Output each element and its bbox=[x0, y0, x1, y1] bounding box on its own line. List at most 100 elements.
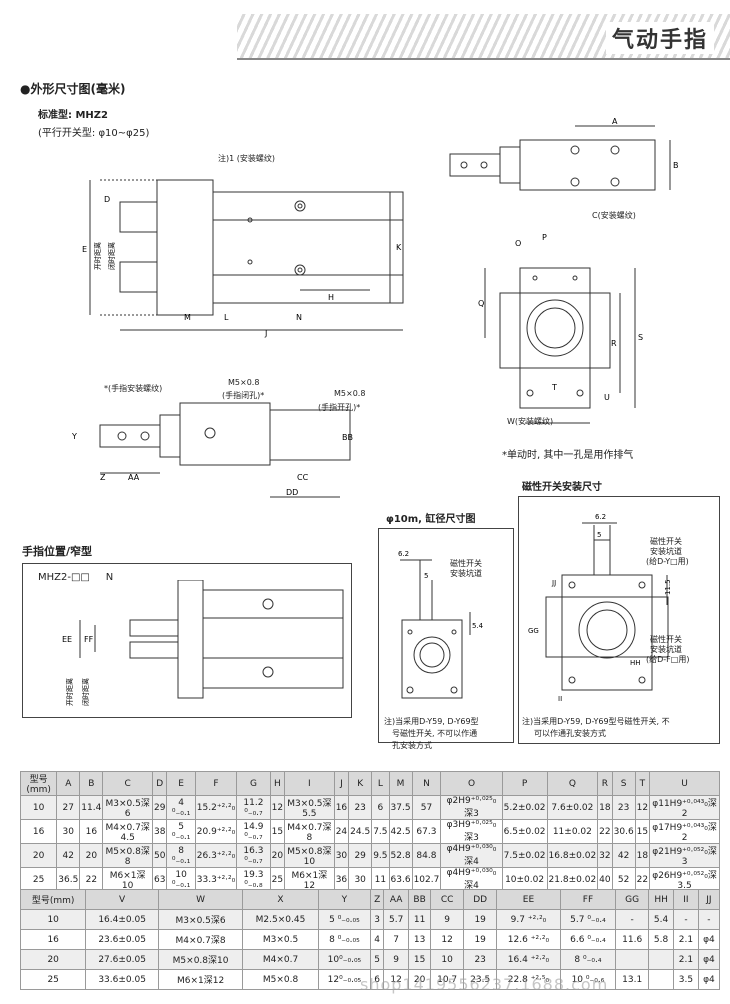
dim-o-label: O bbox=[515, 239, 521, 248]
section-outline-title: ●外形尺寸图(毫米) bbox=[20, 82, 126, 96]
table-cell: 7.5 bbox=[371, 819, 390, 844]
table-cell: - bbox=[673, 909, 699, 930]
table-header-cell: O bbox=[440, 771, 503, 796]
table-header-cell: S bbox=[611, 771, 636, 796]
page-title: 气动手指 bbox=[605, 22, 714, 54]
table-cell: 23.6±0.05 bbox=[85, 929, 159, 950]
table-cell: φ2H9⁺⁰·⁰²⁵₀ 深3 bbox=[440, 795, 503, 820]
table-header-cell: 型号(mm) bbox=[19, 771, 58, 796]
table-cell: 21.8±0.02 bbox=[546, 867, 599, 892]
table-cell: M4×0.7深8 bbox=[284, 819, 335, 844]
finger-position-drawing: EE FF 开时距离 闭时距离 bbox=[62, 580, 344, 706]
table-header-cell: K bbox=[348, 771, 373, 796]
table-cell: 23 bbox=[611, 795, 636, 820]
dim-ee-label: EE bbox=[62, 635, 72, 644]
table-cell: M6×1深10 bbox=[102, 867, 153, 892]
table-header-cell: Q bbox=[546, 771, 599, 796]
table-cell: 22 bbox=[79, 867, 104, 892]
finger-position-panel bbox=[22, 563, 352, 718]
bore10-note-2: 号磁性开关, 不可以作通 bbox=[392, 729, 478, 738]
dim-y-label: Y bbox=[71, 432, 77, 441]
table-header-cell: FF bbox=[559, 889, 617, 910]
finger-thread-label: *(手指安装螺纹) bbox=[104, 384, 163, 393]
dim-n-label: J bbox=[264, 329, 267, 338]
table-header-cell: JJ bbox=[697, 889, 721, 910]
table-cell bbox=[615, 949, 650, 970]
bore10-panel bbox=[378, 528, 514, 743]
dim-r-label: R bbox=[611, 339, 617, 348]
table-cell: 19.3 ⁰₋₀.₈ bbox=[236, 867, 271, 892]
table-cell: 13 bbox=[408, 929, 432, 950]
table-cell: 37.5 bbox=[388, 795, 413, 820]
table-cell: 33.3⁺²·²₀ bbox=[194, 867, 238, 892]
table-cell: 29 bbox=[348, 843, 373, 868]
table-cell: 11.6 bbox=[615, 929, 650, 950]
table-cell: M3×0.5 bbox=[242, 929, 319, 950]
table-header-cell: F bbox=[194, 771, 238, 796]
table-header-cell: W bbox=[157, 889, 244, 910]
bore10-drawing: 6.2 5 5.4 bbox=[398, 550, 484, 699]
table-cell: 57 bbox=[411, 795, 442, 820]
table-cell: 12.6 ⁺²·²₀ bbox=[496, 929, 561, 950]
table-cell: 23.5 bbox=[463, 969, 498, 990]
table-cell: 27 bbox=[56, 795, 81, 820]
table-header-cell: U bbox=[649, 771, 720, 796]
table-cell: 30.6 bbox=[611, 819, 636, 844]
table-cell: 19 bbox=[463, 909, 498, 930]
table-cell: 25 bbox=[19, 867, 58, 892]
bore10-dim-62: 6.2 bbox=[398, 550, 409, 558]
table-cell: 26.3⁺²·²₀ bbox=[194, 843, 238, 868]
dim-ff-label: FF bbox=[84, 635, 94, 644]
table-cell: 16 bbox=[19, 929, 87, 950]
m5-open-label: M5×0.8 bbox=[334, 389, 366, 398]
table-header-cell: Y bbox=[317, 889, 372, 910]
table-header-cell: X bbox=[242, 889, 319, 910]
table-cell: 11 bbox=[408, 909, 432, 930]
table-header-cell: 型号(mm) bbox=[19, 889, 87, 910]
table-cell: 8 ⁰₋₀.₀₅ bbox=[317, 929, 372, 950]
table-cell: 9.7 ⁺²·²₀ bbox=[496, 909, 561, 930]
table-cell: 5 bbox=[370, 949, 385, 970]
table-cell: φ4 bbox=[697, 929, 721, 950]
table-header-cell: II bbox=[673, 889, 699, 910]
table-cell: 9.5 bbox=[371, 843, 390, 868]
table-cell: 6 bbox=[371, 795, 390, 820]
table-cell: 5.8 bbox=[648, 929, 675, 950]
table-cell: 10 bbox=[19, 909, 87, 930]
table-header-cell: J bbox=[333, 771, 350, 796]
table-cell: φ4H9⁺⁰·⁰³⁰₀ 深4 bbox=[440, 843, 503, 868]
table-cell: - bbox=[697, 909, 721, 930]
table-cell: 5.2±0.02 bbox=[501, 795, 548, 820]
dim-u-label: U bbox=[604, 393, 610, 402]
dim-bb-label: BB bbox=[342, 433, 353, 442]
magnetic-drawing: 6.2 5 11.5 JJ GG HH II bbox=[528, 513, 672, 703]
table-cell: 14.9 ⁰₋₀.₇ bbox=[236, 819, 271, 844]
table-header-cell: BB bbox=[408, 889, 432, 910]
table-cell: 12 bbox=[269, 795, 286, 820]
watermark: shop1419556237.1688.com bbox=[360, 975, 609, 994]
table-cell: 9 bbox=[430, 909, 465, 930]
table-cell: 16 bbox=[79, 819, 104, 844]
table-header-cell: Z bbox=[370, 889, 385, 910]
m5-close-label: M5×0.8 bbox=[228, 378, 260, 387]
table-cell: 7.6±0.02 bbox=[546, 795, 599, 820]
bore10-switch-label-1: 磁性开关 bbox=[450, 559, 482, 568]
table-cell bbox=[648, 949, 675, 970]
table-cell: 25 bbox=[19, 969, 87, 990]
table-header-cell: M bbox=[388, 771, 413, 796]
bore10-note-3: 孔安装方式 bbox=[392, 741, 432, 750]
mag-dim-gg: GG bbox=[528, 627, 539, 635]
table-cell: 36 bbox=[333, 867, 350, 892]
table-cell: 30 bbox=[56, 819, 81, 844]
table-cell: 24.5 bbox=[348, 819, 373, 844]
lower-side-drawing: Y Z AA BB CC DD bbox=[71, 402, 353, 498]
closed-distance-label: 闭时距离 bbox=[107, 242, 116, 270]
